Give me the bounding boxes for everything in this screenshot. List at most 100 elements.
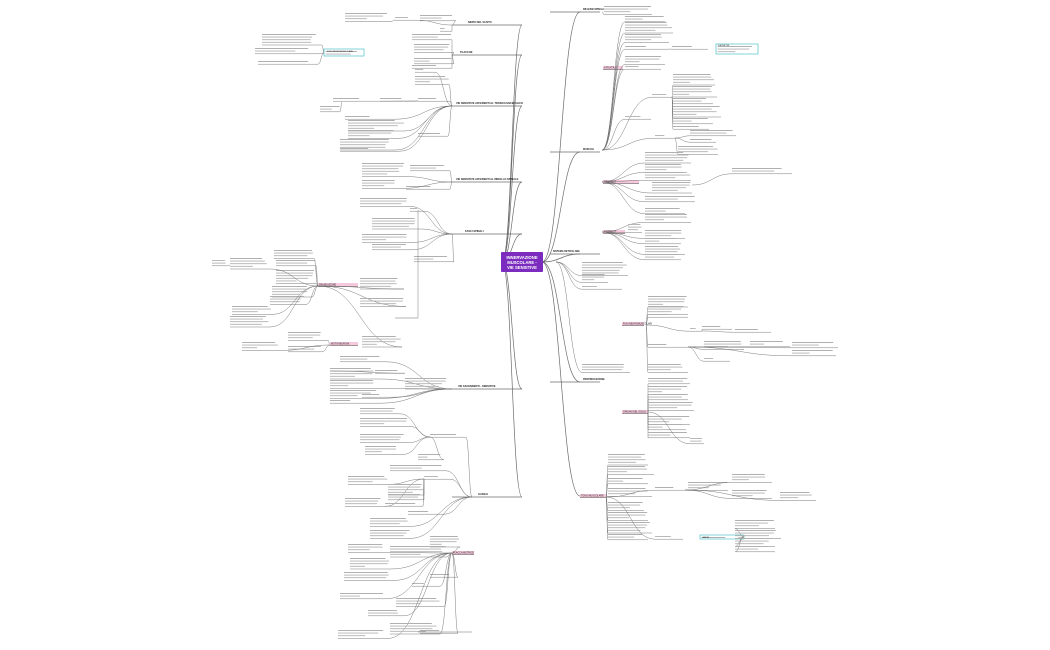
leaf-connector [383, 552, 453, 554]
highlight-fusi-bg [622, 322, 644, 326]
branch-label-left: PLACCHE [460, 50, 473, 54]
leaf-connector [687, 346, 793, 357]
highlight-riflesso: RIFLESSO [604, 181, 616, 184]
leaf-connector [397, 105, 453, 139]
leaf-connector [390, 19, 396, 22]
leaf-connector [315, 265, 319, 287]
leaf-connector [601, 21, 626, 151]
leaf-connector [313, 258, 319, 287]
leaf-connector [601, 137, 656, 151]
highlight-gamma: GAMMA [702, 536, 710, 539]
leaf-connector [555, 261, 583, 276]
branch-label-left: VIE ASCENDENTI - SENSITIVE [458, 384, 496, 388]
leaf-connector [684, 489, 781, 501]
leaf-connector [281, 344, 331, 351]
leaf-connector [601, 172, 646, 183]
branch-label-left: VIE SENSITIVE AFFERENTI AL TRONCO ENCEFA… [456, 101, 523, 105]
main-branch [541, 261, 581, 383]
leaf-connector [684, 482, 733, 491]
main-branch [541, 151, 581, 263]
leaf-connector [671, 96, 674, 130]
leaf-connector [645, 324, 691, 332]
leaf-connector [701, 330, 736, 333]
leaf-connector [379, 388, 453, 404]
leaf-connector [448, 84, 453, 107]
leaf-connector [387, 552, 453, 639]
leaf-connector [385, 361, 453, 390]
leaf-connector [311, 285, 319, 298]
leaf-connector [439, 552, 453, 635]
leaf-connector [394, 105, 453, 120]
highlight-motoneuroni: MOTONEURONI [331, 343, 349, 346]
highlight-fuso: FUSO NEUROMUSCOLARE [327, 50, 354, 53]
leaf-connector [465, 436, 473, 498]
leaf-connector [395, 105, 453, 151]
central-topic[interactable]: INNERVAZIONE MUSCOLARE - VIE SENSITIVE [501, 252, 543, 272]
main-branch [541, 11, 581, 263]
leaf-connector [439, 552, 453, 587]
leaf-connector [411, 233, 453, 251]
leaf-connector [691, 173, 733, 186]
leaf-connector [687, 346, 793, 349]
leaf-connector [419, 228, 453, 235]
main-branch [501, 105, 523, 263]
highlight-motoneuroni-bg [330, 342, 358, 346]
main-branch [501, 54, 523, 263]
leaf-connector [605, 496, 609, 541]
highlight-riflesso-bg [603, 180, 639, 184]
branch-label-right: PROPRIOCEZIONE [583, 378, 605, 381]
leaf-connector [601, 11, 605, 15]
leaf-connector [601, 222, 646, 233]
leaf-connector [269, 268, 319, 287]
teal-box [323, 48, 365, 57]
leaf-connector [451, 52, 455, 56]
leaf-connector [399, 413, 431, 438]
branch-label-left: GANGLI [478, 492, 488, 496]
highlight-attivita: ATTIVITÀ [604, 67, 615, 70]
branch-label-left: VIE SENSITIVE AFFERENTI AL MIDOLLO SPINA… [456, 177, 519, 181]
highlight-via: VIA DIRETTA [718, 44, 730, 47]
highlight-placca: PLACCA MOTRICE [453, 552, 475, 555]
highlight-distretti-bg [603, 230, 625, 234]
branch-label-left: NERVI DEL GUSTO [468, 20, 492, 24]
leaf-connector [305, 285, 319, 305]
leaf-connector [687, 346, 705, 362]
leaf-connector [601, 181, 646, 203]
teal-box [715, 43, 759, 55]
leaf-connector [405, 176, 453, 183]
highlight-tono: TONO MUSCOLARE [581, 495, 604, 498]
leaf-connector [451, 233, 455, 263]
leaf-connector [227, 264, 231, 267]
leaf-connector [422, 478, 425, 507]
leaf-connector [674, 137, 679, 155]
leaf-connector [671, 84, 674, 98]
leaf-connector [416, 19, 453, 26]
branch-label-right: MUSCOLI [583, 148, 594, 151]
leaf-connector [339, 101, 343, 113]
highlight-golgi: ORGANI DEL GOLGI [623, 411, 646, 414]
highlight-tono-bg [580, 494, 606, 498]
leaf-connector [601, 32, 626, 151]
leaf-connector [449, 170, 453, 183]
highlight-attivita-bg [603, 66, 623, 70]
main-branch [501, 24, 523, 263]
leaf-connector [451, 54, 455, 65]
leaf-connector [451, 20, 457, 26]
leaf-connector [601, 68, 626, 151]
leaf-connector [674, 137, 691, 143]
leaf-connector [674, 135, 691, 139]
highlight-trasduzione-bg [318, 283, 358, 287]
leaf-connector [321, 344, 331, 353]
leaf-connector [734, 536, 745, 553]
highlight-placca-bg [452, 551, 474, 555]
main-branch [501, 261, 523, 498]
highlight-golgi-bg [622, 410, 648, 414]
main-branch [541, 261, 581, 497]
leaf-connector [434, 71, 453, 107]
leaf-connector [601, 64, 626, 151]
leaf-connector [647, 411, 691, 445]
leaf-connector [317, 285, 407, 307]
branch-label-left: FASCI SPINALI [465, 229, 484, 233]
branch-label-right: SISTEMA RETICOLARE [553, 250, 580, 253]
